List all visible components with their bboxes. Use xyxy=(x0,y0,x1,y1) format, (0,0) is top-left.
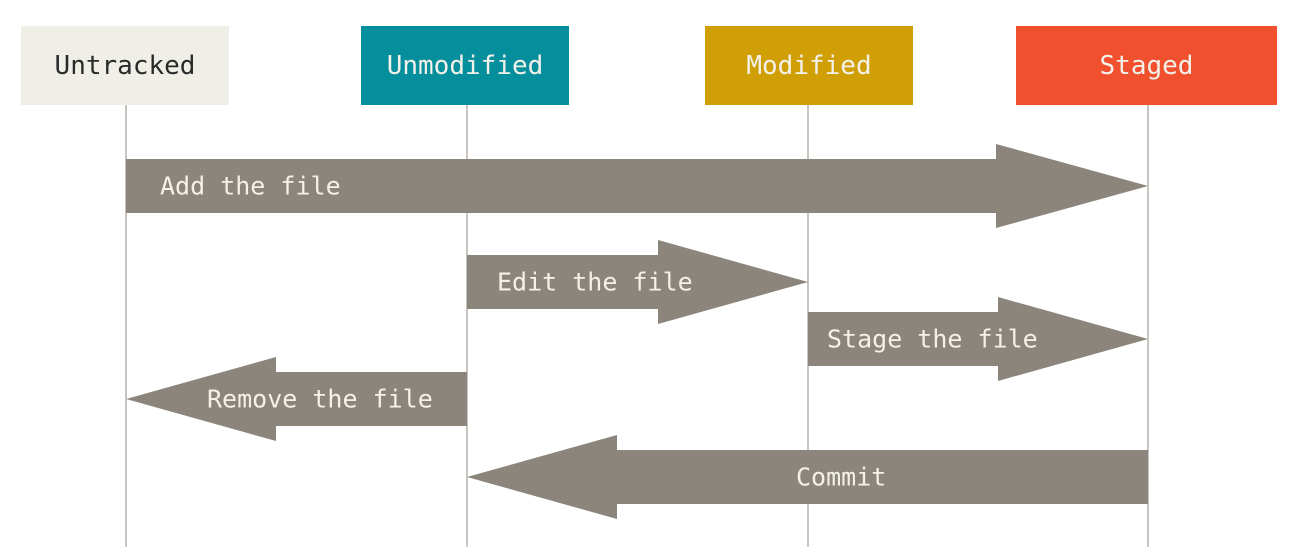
edit-label: Edit the file xyxy=(497,268,693,297)
state-modified: Modified xyxy=(705,26,913,105)
state-staged: Staged xyxy=(1016,26,1277,105)
commit-label: Commit xyxy=(796,463,886,492)
edit-arrow xyxy=(467,240,808,324)
remove-arrow xyxy=(126,357,467,441)
add-arrow xyxy=(126,144,1148,228)
state-untracked: Untracked xyxy=(21,26,229,105)
stage-arrow xyxy=(808,297,1148,381)
commit-arrow xyxy=(467,435,1148,519)
add-label: Add the file xyxy=(160,172,341,201)
stage-label: Stage the file xyxy=(827,325,1038,354)
remove-label: Remove the file xyxy=(207,385,433,414)
state-unmodified: Unmodified xyxy=(361,26,569,105)
